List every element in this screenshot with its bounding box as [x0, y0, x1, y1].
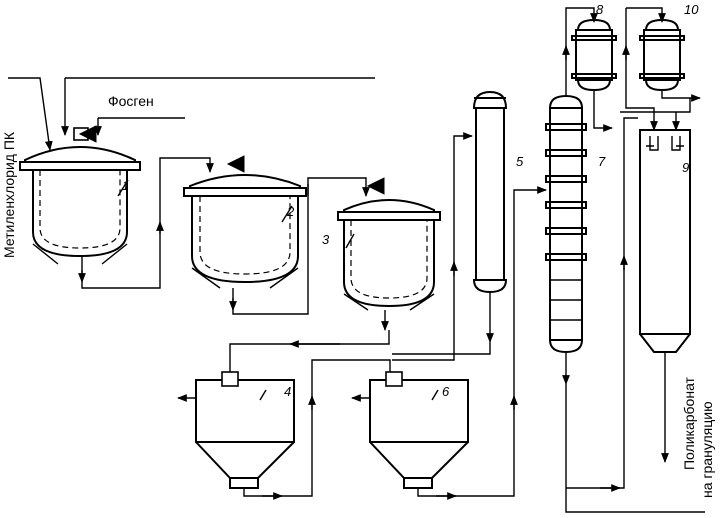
feed-lines [8, 77, 375, 151]
equipment-labels: 1 2 3 4 5 6 7 8 9 10 [122, 2, 699, 399]
product-label-line1: Поликарбонат [681, 376, 697, 470]
label-10: 10 [684, 2, 699, 17]
column-7 [545, 94, 587, 354]
label-6: 6 [442, 384, 450, 399]
label-3: 3 [322, 232, 330, 247]
feed-phosgene-label: Фосген [108, 93, 154, 109]
label-1: 1 [122, 178, 129, 193]
label-5: 5 [516, 154, 524, 169]
product-label-line2: на грануляцию [699, 401, 715, 498]
column-5 [472, 90, 508, 294]
separator-6 [369, 371, 469, 489]
process-piping [177, 7, 705, 513]
reactor-1 [19, 125, 141, 265]
feed-methylene-chloride-label: Метиленхлорид ПК [1, 131, 17, 258]
separator-4 [195, 371, 295, 489]
column-7-plates [545, 123, 587, 261]
exchanger-8 [571, 18, 617, 92]
reactor-transfer-lines [78, 157, 389, 331]
exchanger-10 [639, 18, 685, 92]
label-8: 8 [596, 2, 604, 17]
reactor-3 [337, 177, 441, 311]
label-4: 4 [284, 384, 291, 399]
label-7: 7 [598, 154, 606, 169]
reactor-2 [183, 155, 307, 289]
label-2: 2 [286, 204, 295, 219]
label-9: 9 [682, 160, 689, 175]
